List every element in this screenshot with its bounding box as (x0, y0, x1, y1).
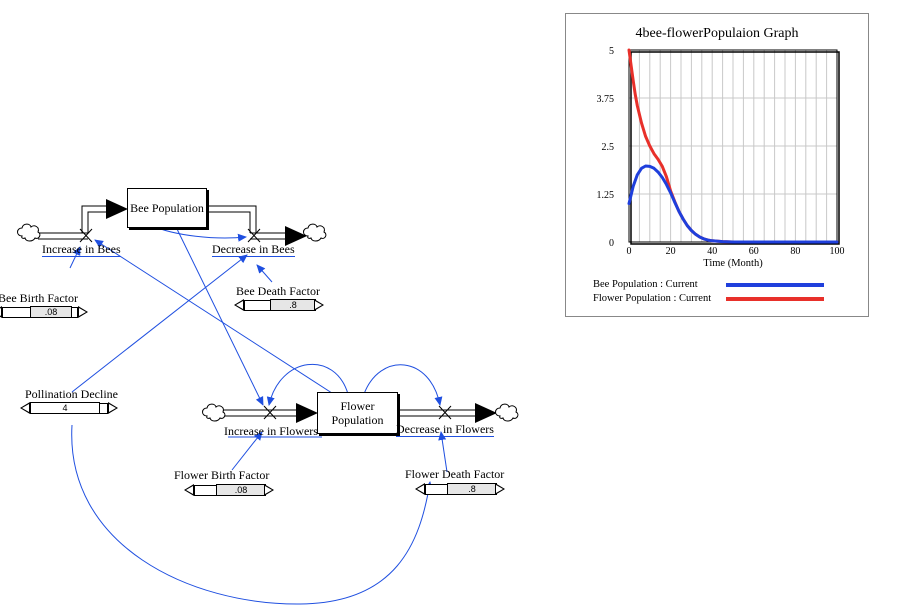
bee-inflow-arrowhead (106, 199, 128, 219)
stock-flower-population-label: Flower Population (331, 399, 384, 427)
valve-decrease-flowers (438, 405, 452, 420)
y-tick-label: 1.25 (597, 190, 615, 201)
chart-title: 4bee-flowerPopulaion Graph (636, 26, 799, 41)
link-birth-to-increase-bees (69, 246, 81, 269)
x-tick-label: 0 (627, 246, 632, 257)
legend-label-flower: Flower Population : Current (593, 293, 712, 304)
slider-right-handle[interactable] (314, 299, 324, 311)
slider-left-handle[interactable] (0, 306, 2, 318)
slider-left-handle[interactable] (184, 484, 194, 496)
link-bee-death-to-decrease (256, 264, 273, 283)
flow-label-decrease-in-bees[interactable]: Decrease in Bees (212, 242, 295, 257)
slider-label-flower-birth-factor: Flower Birth Factor (174, 468, 270, 482)
slider-left-handle[interactable] (415, 483, 425, 495)
slider-right-handle[interactable] (264, 484, 274, 496)
y-tick-label: 2.5 (602, 142, 615, 153)
y-tick-label: 0 (609, 238, 614, 249)
flow-label-decrease-in-flowers[interactable]: Decrease in Flowers (396, 422, 494, 437)
slider-right-handle[interactable] (495, 483, 505, 495)
flow-arrowheads (106, 199, 497, 423)
slider-value: 4 (30, 402, 100, 414)
x-tick-label: 40 (707, 246, 717, 257)
slider-right-handle[interactable] (78, 306, 88, 318)
link-flower-to-increase-bees (94, 239, 336, 396)
y-tick-label: 5 (609, 46, 614, 57)
link-bee-to-increase-flowers (176, 228, 264, 406)
legend-swatch-bee (726, 283, 824, 287)
slider-value: .08 (30, 306, 72, 318)
slider-left-handle[interactable] (20, 402, 30, 414)
cloud-flower-source-icon (202, 403, 226, 422)
stock-bee-population-label: Bee Population (130, 201, 204, 215)
slider-flower-birth-factor[interactable]: .08 (184, 484, 274, 496)
flow-label-increase-in-bees[interactable]: Increase in Bees (42, 242, 121, 257)
link-flower-death-to-decrease (438, 431, 448, 473)
valve-decrease-bees (247, 228, 261, 243)
slider-label-bee-death-factor: Bee Death Factor (236, 284, 320, 298)
slider-label-flower-death-factor: Flower Death Factor (405, 467, 505, 481)
slider-bee-birth-factor[interactable]: .08 (0, 306, 88, 318)
population-graph: 4bee-flowerPopulaion Graph 0 1.25 2.5 3.75 5 0… (597, 26, 845, 269)
link-flower-to-decrease-flowers (363, 364, 443, 406)
graph-panel[interactable]: 4bee-flowerPopulaion Graph 0 1.25 2.5 3.75 5 0… (565, 13, 869, 317)
legend-label-bee: Bee Population : Current (593, 279, 698, 290)
flower-outflow-arrowhead (475, 403, 497, 423)
link-flower-to-increase-flowers (266, 363, 349, 406)
slider-value: .8 (270, 299, 316, 311)
bee-outflow-arrowhead (285, 226, 307, 246)
x-tick-label: 80 (790, 246, 800, 257)
slider-flower-death-factor[interactable]: .8 (415, 483, 505, 495)
x-axis-label: Time (Month) (703, 258, 763, 269)
link-pollination-to-decrease-bees (71, 254, 248, 393)
flower-inflow-arrowhead (296, 403, 318, 423)
stock-flower-population[interactable]: Flower Population (317, 392, 398, 434)
slider-pollination-decline[interactable]: 4 (20, 402, 118, 414)
x-tick-label: 60 (749, 246, 759, 257)
flow-label-increase-in-flowers[interactable]: Increase in Flowers (224, 424, 318, 438)
cloud-bee-source-icon (17, 223, 41, 242)
legend-swatch-flower (726, 297, 824, 301)
legend-item-flower: Flower Population : Current (593, 293, 711, 304)
slider-value: .08 (216, 484, 266, 496)
series-line-bee-population (627, 164, 839, 244)
slider-label-pollination-decline: Pollination Decline (25, 387, 118, 401)
cloud-bee-sink-icon (303, 223, 327, 242)
slider-right-handle[interactable] (108, 402, 118, 414)
causal-links (69, 224, 448, 605)
bee-flow-pipes (38, 205, 475, 417)
slider-left-handle[interactable] (234, 299, 244, 311)
stock-bee-population[interactable]: Bee Population (127, 188, 207, 228)
link-bee-to-decrease (149, 224, 247, 242)
valve-increase-bees (79, 228, 93, 243)
cloud-flower-sink-icon (495, 403, 519, 422)
link-flower-birth-to-increase (231, 431, 263, 471)
valve-increase-flowers (263, 405, 277, 420)
x-tick-label: 20 (666, 246, 676, 257)
y-tick-label: 3.75 (597, 94, 615, 105)
valves[interactable] (79, 228, 452, 420)
legend-item-bee: Bee Population : Current (593, 279, 698, 290)
clouds (17, 223, 519, 422)
model-diagram (17, 199, 519, 605)
slider-label-bee-birth-factor: Bee Birth Factor (0, 291, 78, 305)
slider-value: .8 (447, 483, 497, 495)
x-tick-label: 100 (830, 246, 845, 257)
plot-shadow (630, 51, 840, 245)
link-pollination-to-decrease-flowers (71, 424, 433, 605)
slider-bee-death-factor[interactable]: .8 (234, 299, 324, 311)
